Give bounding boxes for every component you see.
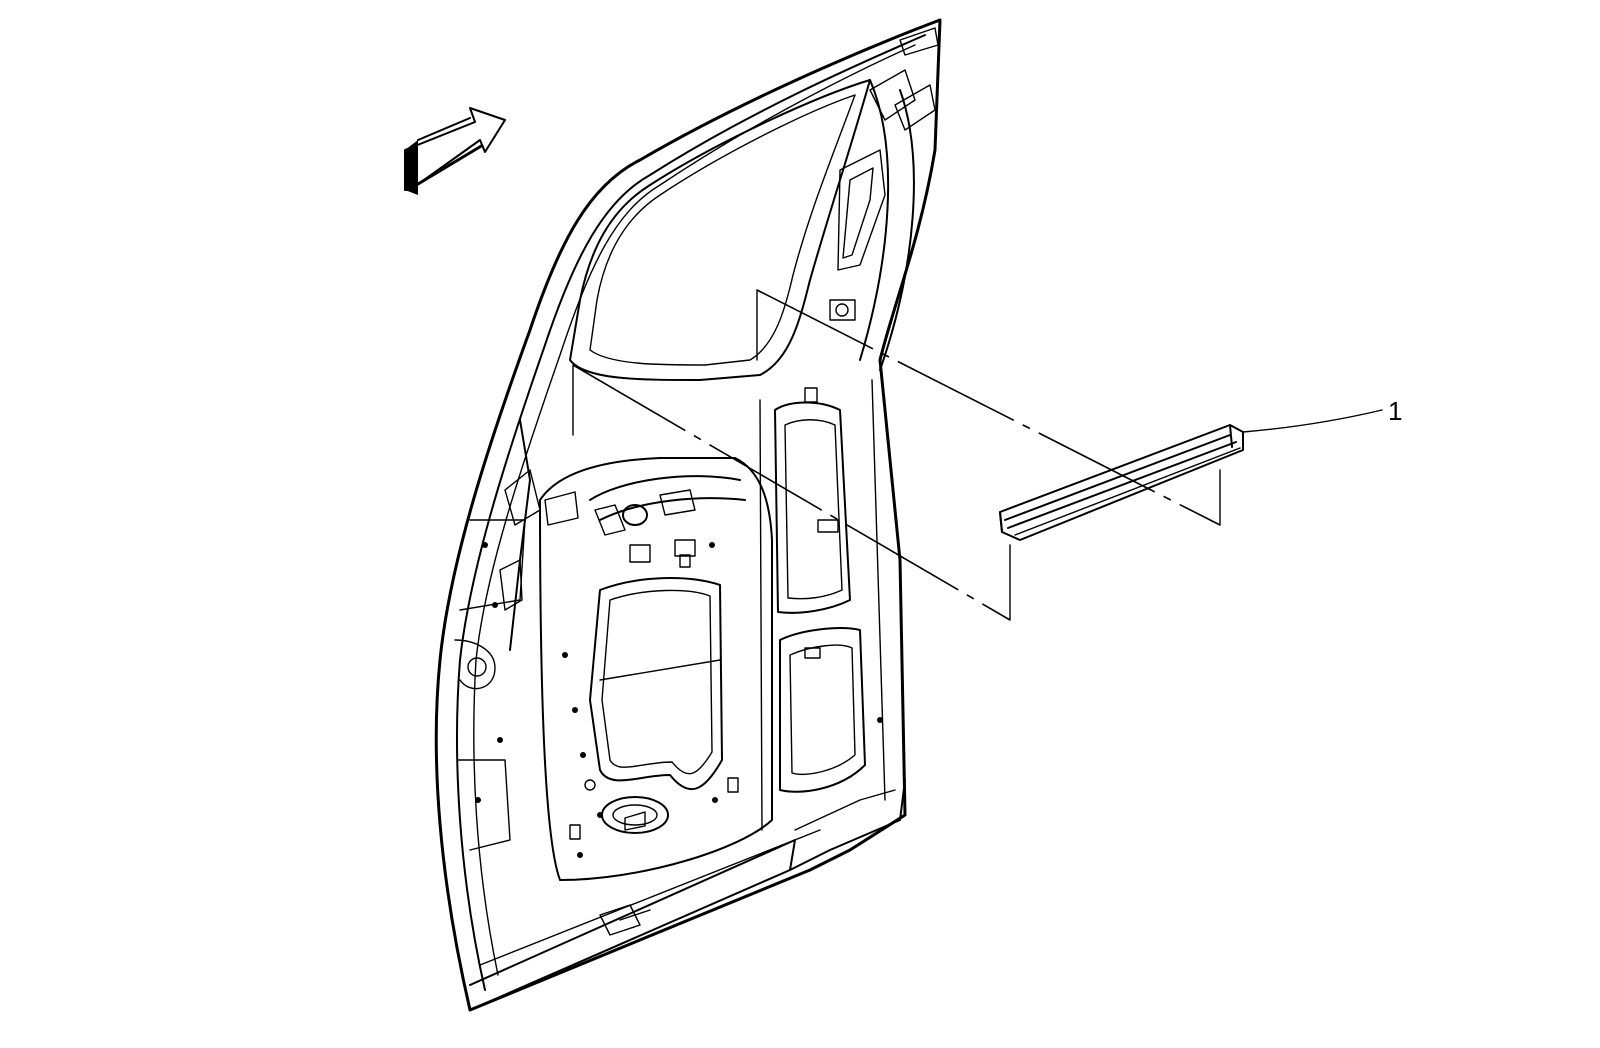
direction-arrow-icon — [404, 107, 506, 195]
rear-door-frame — [434, 18, 942, 1012]
callout-label: 1 — [1388, 396, 1402, 426]
callout-1: 1 — [1242, 396, 1402, 433]
window-weatherstrip-part — [999, 424, 1244, 541]
installation-guide-lines — [572, 289, 1221, 621]
